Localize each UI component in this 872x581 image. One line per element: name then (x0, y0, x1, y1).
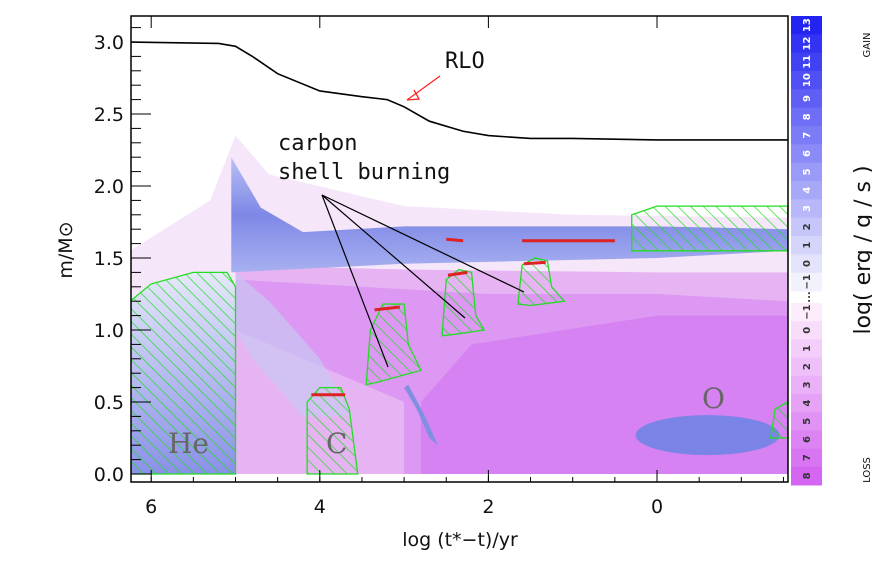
colorbar-gain-tick: 13 (802, 18, 813, 32)
colorbar-loss-tick: 3 (802, 381, 813, 388)
colorbar-loss-cell (791, 412, 822, 431)
colorbar-gain-cell (791, 162, 822, 182)
pointer-line-1 (321, 194, 466, 319)
colorbar-gain-tick: 2 (802, 223, 813, 230)
plot-frame (130, 15, 789, 483)
x-tick-label: 2 (482, 496, 494, 518)
colorbar-loss-tick: 0 (802, 327, 813, 334)
colorbar-gain-tick: 11 (802, 55, 813, 69)
gain-patch (404, 384, 438, 446)
colorbar-gain-cell (791, 254, 822, 274)
colorbar-loss-tick: 8 (802, 472, 813, 479)
colorbar-gain-cell (791, 71, 822, 90)
x-tick-label: 4 (314, 496, 326, 518)
convective-zone-3 (441, 268, 486, 337)
colorbar-loss-tick: 6 (802, 436, 813, 443)
colorbar-gain-tick: 4 (802, 187, 813, 194)
y-tick-label: 2.5 (94, 104, 124, 126)
colorbar-loss-tick: 7 (802, 454, 813, 461)
y-tick-label: 0.5 (94, 392, 124, 414)
label-he: He (168, 427, 209, 460)
colorbar-gain-tick: 9 (802, 95, 813, 102)
colorbar-gain-cell (791, 236, 822, 255)
colorbar-gain-tick: 5 (802, 168, 813, 175)
convective-zone-5 (631, 205, 788, 252)
annotation-rlo: RLO (445, 49, 485, 74)
colorbar-gain-tick: 8 (802, 113, 813, 120)
colorbar-loss-cell (791, 321, 822, 340)
colorbar-gain-label: GAIN (862, 32, 872, 57)
x-tick-label: 0 (651, 496, 663, 518)
colorbar-loss-tick: −1 (802, 304, 813, 319)
plot-area (131, 41, 788, 475)
colorbar-loss-label: LOSS (862, 457, 872, 483)
colorbar-gain-cell (791, 181, 822, 200)
label-o: O (702, 382, 725, 415)
colorbar-loss-cell (791, 357, 822, 377)
annotation-shell-burning: shell burning (278, 160, 450, 185)
burning-edge-1 (374, 305, 401, 312)
colorbar-loss-tick: 1 (802, 345, 813, 352)
colorbar-gain-tick: 10 (802, 73, 813, 87)
colorbar-loss-cell (791, 394, 822, 413)
pointer-line-0 (321, 194, 389, 368)
x-tick-label: 6 (145, 496, 157, 518)
y-axis-label: m/M⊙ (55, 221, 77, 278)
colorbar-gain-cell (791, 107, 822, 127)
x-axis-label: log (t*−t)/yr (402, 529, 518, 551)
colorbar-gain-cell (791, 16, 822, 35)
y-tick-label: 1.5 (94, 248, 124, 270)
colorbar-gain-cell (791, 52, 822, 72)
colorbar-loss-cell (791, 339, 822, 359)
colorbar-loss-cell (791, 466, 822, 486)
colorbar-loss-tick: 5 (802, 418, 813, 425)
colorbar-gain-tick: 12 (802, 37, 813, 51)
colorbar-gain-cell (791, 126, 822, 145)
total-mass-curve (131, 41, 788, 141)
o-burning-region (635, 415, 780, 456)
y-tick-label: 2.0 (94, 176, 124, 198)
colorbar-gain-tick: 1 (802, 242, 813, 249)
pointer-line-2 (321, 194, 525, 293)
colorbar-loss-cell (791, 448, 822, 468)
colorbar-gain-tick: 3 (802, 205, 813, 212)
annotation-carbon: carbon (278, 131, 357, 156)
colorbar-gain-cell (791, 217, 822, 237)
colorbar-gain-cell (791, 89, 822, 109)
burning-edge-4 (446, 237, 464, 243)
colorbar-gain-cell (791, 199, 822, 219)
burning-edge-2 (447, 270, 468, 277)
colorbar-gain-cell (791, 34, 822, 54)
colorbar-loss-cell (791, 375, 822, 395)
colorbar-gain-tick: 6 (802, 150, 813, 157)
y-tick-label: 3.0 (94, 32, 124, 54)
colorbar-gain-tick: −1 (802, 274, 813, 289)
colorbar-gain-tick: 7 (802, 132, 813, 139)
colorbar-separator: ... (802, 291, 813, 302)
colorbar-loss-cell (791, 430, 822, 450)
y-tick-label: 1.0 (94, 320, 124, 342)
colorbar-gain-cell (791, 144, 822, 164)
rlo-arrow (406, 75, 441, 101)
colorbar-gain-cell (791, 272, 822, 292)
colorbar-gain-tick: 0 (802, 260, 813, 267)
label-c: C (326, 427, 347, 460)
colorbar-loss-tick: 2 (802, 363, 813, 370)
colorbar-title: log( erg / g / s ) (851, 165, 872, 334)
y-tick-label: 0.0 (94, 464, 124, 486)
burning-edge-3 (523, 260, 546, 266)
colorbar-loss-cell (791, 303, 822, 322)
rlo-arrow-head (406, 89, 421, 101)
gain-region (235, 272, 354, 417)
convective-zone-1 (306, 386, 359, 475)
colorbar-loss-tick: 4 (802, 400, 813, 407)
